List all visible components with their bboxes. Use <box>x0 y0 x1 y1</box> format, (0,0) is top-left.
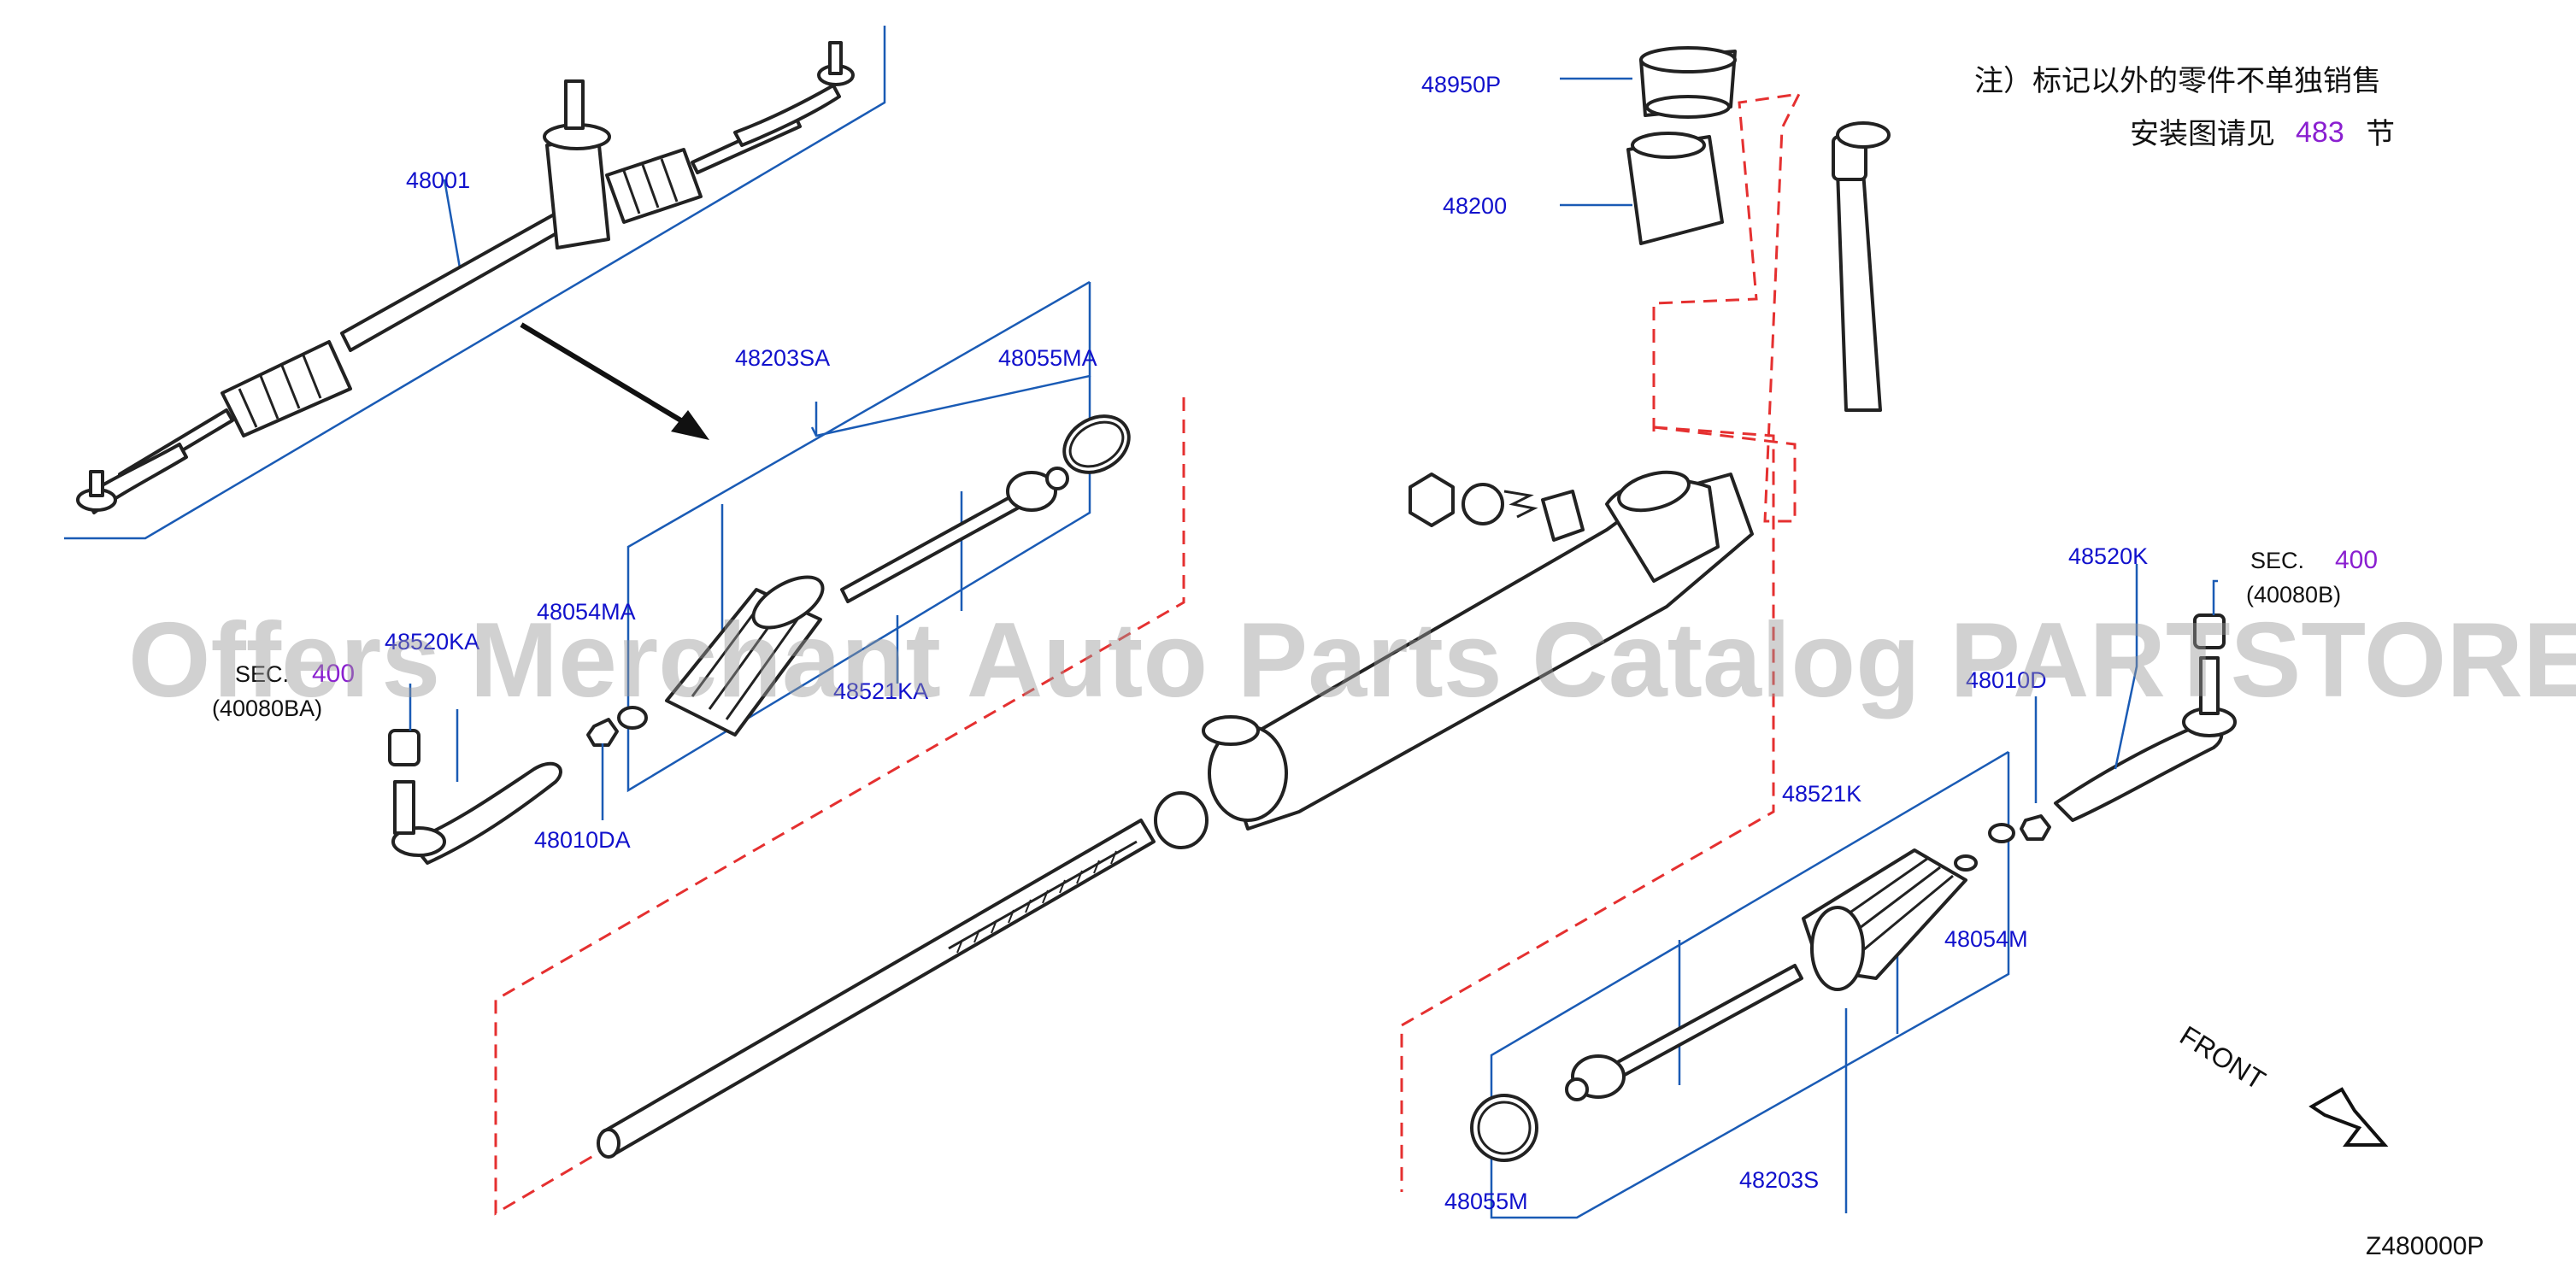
right-exploded-parts <box>1470 564 2389 1219</box>
label-48950P: 48950P <box>1421 72 1501 97</box>
label-48055MA: 48055MA <box>998 345 1097 371</box>
section-ref-left-code: (40080BA) <box>212 696 322 721</box>
rack-assembly-illustration <box>64 26 886 540</box>
label-48520K: 48520K <box>2068 543 2148 569</box>
left-exploded-parts <box>388 280 1131 865</box>
center-parts <box>494 46 1891 1216</box>
section-ref-right-prefix: SEC. <box>2250 548 2304 573</box>
label-48203S: 48203S <box>1739 1167 1819 1193</box>
section-ref-left-prefix: SEC. <box>235 661 289 687</box>
label-48521KA: 48521KA <box>833 678 928 704</box>
label-48203SA: 48203SA <box>735 345 830 371</box>
section-ref-left-number[interactable]: 400 <box>312 660 355 688</box>
label-48200: 48200 <box>1443 193 1507 219</box>
label-48010D: 48010D <box>1966 667 2047 693</box>
label-48001: 48001 <box>406 167 470 193</box>
section-ref-right-code: (40080B) <box>2246 582 2341 608</box>
section-ref-right-number[interactable]: 400 <box>2335 546 2378 574</box>
label-48521K: 48521K <box>1782 781 1861 807</box>
note-line-2-suffix: 节 <box>2366 118 2395 150</box>
front-direction-label: FRONT <box>2174 1019 2271 1095</box>
note-line-1: 注）标记以外的零件不单独销售 <box>1974 65 2381 97</box>
label-48520KA: 48520KA <box>385 629 479 655</box>
diagram-code: Z480000P <box>2366 1232 2484 1260</box>
note-section-number[interactable]: 483 <box>2296 116 2344 149</box>
label-48055M: 48055M <box>1444 1189 1528 1214</box>
watermark-text: Offers Merchant Auto Parts Catalog PARTS… <box>128 602 2576 719</box>
label-48054MA: 48054MA <box>537 599 636 625</box>
note-line-2-prefix: 安装图请见 <box>2130 118 2275 150</box>
label-48054M: 48054M <box>1944 926 2028 952</box>
label-48010DA: 48010DA <box>534 827 631 853</box>
